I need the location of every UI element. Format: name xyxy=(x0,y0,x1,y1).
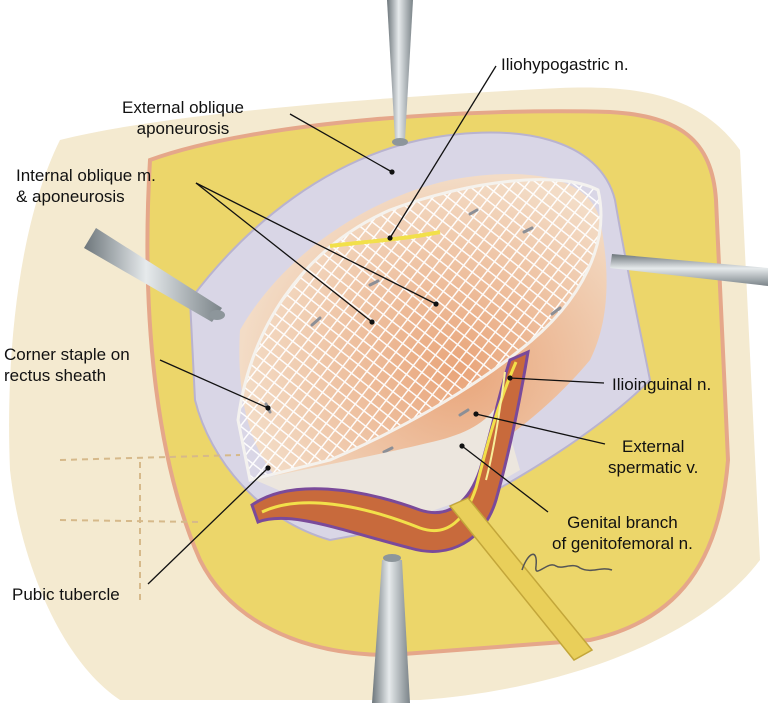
mesh-prosthesis xyxy=(236,178,603,482)
retractor-top xyxy=(387,0,413,146)
label-external-spermatic-line1: External xyxy=(622,437,685,456)
label-external-spermatic: External spermatic v. xyxy=(608,436,698,478)
artist-signature xyxy=(521,553,613,572)
leader-genital-branch xyxy=(461,445,549,513)
label-corner-staple-line1: Corner staple on xyxy=(4,345,130,364)
retractor-left xyxy=(84,228,225,322)
label-corner-staple: Corner staple on rectus sheath xyxy=(4,344,130,386)
ilioinguinal-nerve-course xyxy=(485,371,506,481)
leader-iliohypogastric xyxy=(389,65,497,239)
label-ilioinguinal: Ilioinguinal n. xyxy=(612,375,712,394)
leader-dots xyxy=(265,169,513,471)
label-pubic-tubercle: Pubic tubercle xyxy=(12,585,120,604)
leader-lines xyxy=(147,65,606,585)
penrose-drain xyxy=(448,497,594,661)
retractor-bottom xyxy=(372,554,410,703)
label-corner-staple-line2: rectus sheath xyxy=(4,366,107,385)
label-genital-branch-line1: Genital branch xyxy=(567,513,678,532)
label-iliohypogastric: Iliohypogastric n. xyxy=(501,55,629,74)
leader-ilioinguinal xyxy=(509,377,605,384)
iliohypogastric-nerve xyxy=(329,230,441,248)
leader-external-spermatic xyxy=(475,413,606,445)
label-genital-branch-line2: of genitofemoral n. xyxy=(552,534,693,553)
dashed-outline xyxy=(59,454,241,600)
leader-external-oblique xyxy=(289,113,393,173)
label-genital-branch: Genital branch of genitofemoral n. xyxy=(552,512,693,554)
label-external-oblique-line2: aponeurosis xyxy=(136,119,230,138)
leader-corner-staple xyxy=(159,359,269,409)
leader-pubic-tubercle xyxy=(147,467,269,585)
label-internal-oblique-line1: Internal oblique m. xyxy=(16,166,156,185)
label-internal-oblique-line2: & aponeurosis xyxy=(16,187,125,206)
genital-branch-nerve xyxy=(261,361,518,533)
label-internal-oblique: Internal oblique m. & aponeurosis xyxy=(16,165,156,207)
leader-internal-oblique-a xyxy=(195,182,373,323)
leader-internal-oblique-b xyxy=(195,182,437,305)
staples xyxy=(264,208,562,454)
spermatic-cord xyxy=(250,349,530,553)
retractor-right xyxy=(610,254,768,286)
label-external-oblique: External oblique aponeurosis xyxy=(122,97,244,139)
label-external-oblique-line1: External oblique xyxy=(122,98,244,117)
label-external-spermatic-line2: spermatic v. xyxy=(608,458,699,477)
